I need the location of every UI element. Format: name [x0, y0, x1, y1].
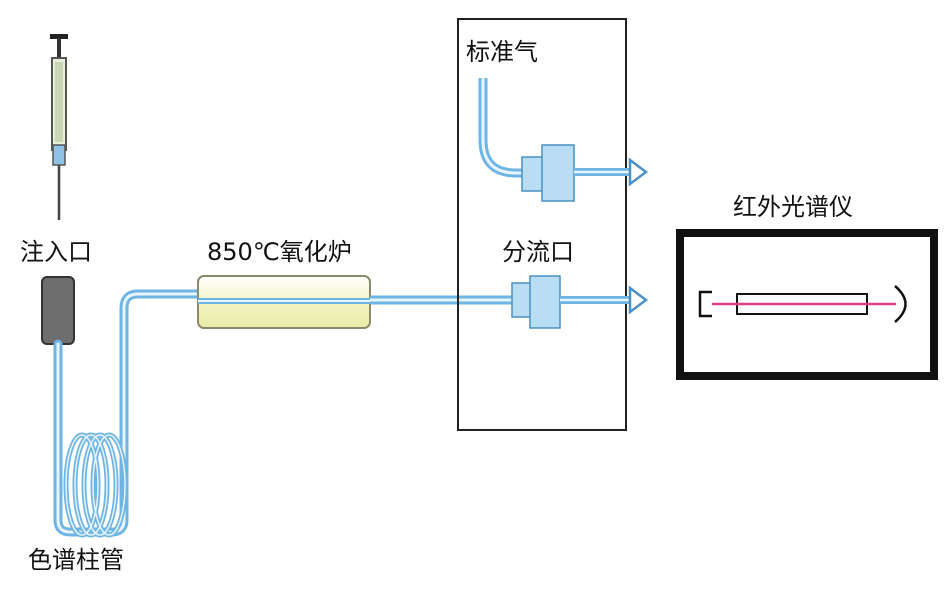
injection-port-label: 注入口	[20, 238, 92, 266]
ir-spectrometer-label: 红外光谱仪	[733, 193, 853, 221]
outlet-arrow-bottom	[560, 285, 649, 315]
injection-port-block	[41, 276, 75, 345]
split-enclosure	[457, 18, 627, 431]
ir-spectrometer	[676, 229, 938, 380]
split-port-connector	[511, 275, 561, 329]
chromatography-column	[53, 289, 205, 538]
column-label: 色谱柱管	[28, 546, 124, 574]
standard-gas-label: 标准气	[466, 38, 538, 66]
outlet-arrow-top	[574, 157, 649, 187]
syringe-icon	[50, 34, 68, 220]
split-port-label: 分流口	[502, 238, 574, 266]
standard-gas-connector	[521, 144, 575, 202]
standard-gas-tube	[478, 78, 530, 178]
furnace-label: 850℃氧化炉	[207, 238, 352, 266]
